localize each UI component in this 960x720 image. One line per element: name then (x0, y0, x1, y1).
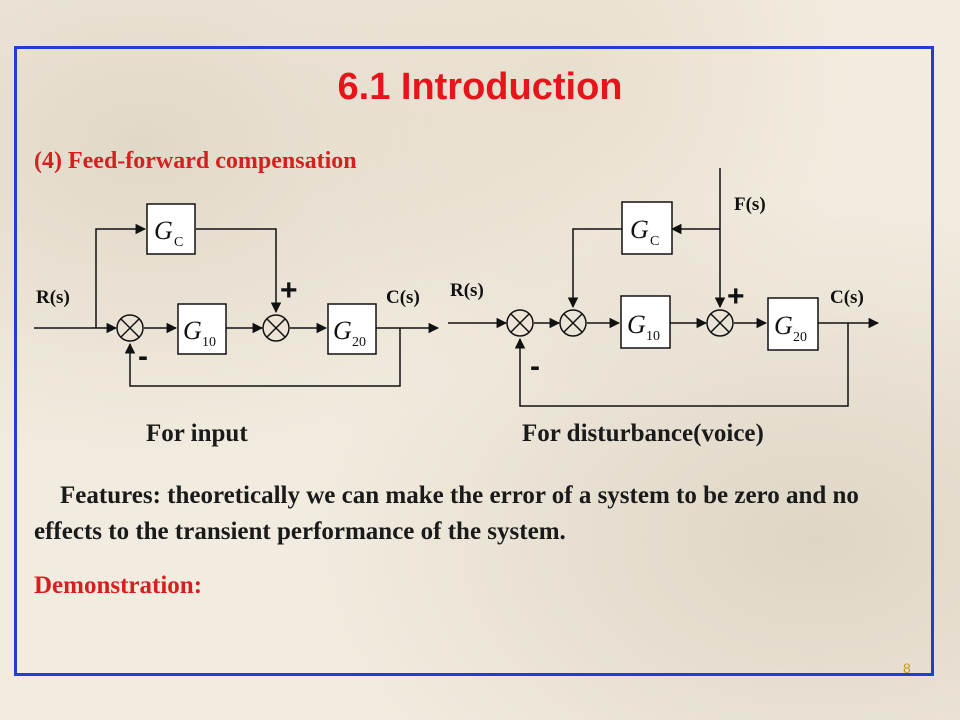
block-g10-right: G 10 (620, 295, 671, 349)
plus-sign-left: + (280, 274, 298, 307)
minus-sign-left: - (138, 340, 148, 373)
block-sub: 20 (352, 335, 366, 350)
block-g10-left: G 10 (177, 303, 227, 355)
disturbance-label: F(s) (734, 194, 766, 215)
block-sub: C (174, 235, 183, 250)
section-subtitle: (4) Feed-forward compensation (34, 148, 357, 174)
block-label: G (630, 215, 649, 244)
block-g20-left: G 20 (327, 303, 377, 355)
block-gc-right: G C (621, 201, 673, 255)
summing-junction-right-1 (506, 309, 534, 337)
plus-sign-right: + (727, 280, 745, 313)
summing-junction-right-3 (706, 309, 734, 337)
block-label: G (333, 316, 352, 345)
summing-junction-right-2 (559, 309, 587, 337)
block-label: G (183, 316, 202, 345)
block-sub: 10 (646, 329, 660, 344)
content-frame (14, 46, 934, 676)
block-label: G (627, 310, 646, 339)
page-title: 6.1 Introduction (337, 66, 623, 108)
block-sub: 10 (202, 335, 216, 350)
block-g20-right: G 20 (767, 297, 819, 351)
features-paragraph: Features: theoretically we can make the … (34, 482, 859, 545)
summing-junction-left-2 (262, 314, 290, 342)
output-label-left: C(s) (386, 287, 420, 308)
minus-sign-right: - (530, 350, 540, 383)
summing-junction-left-1 (116, 314, 144, 342)
input-label-left: R(s) (36, 287, 70, 308)
input-label-right: R(s) (450, 280, 484, 301)
page-number: 8 (903, 660, 911, 676)
diagram-right (448, 168, 880, 407)
block-label: G (154, 216, 173, 245)
demonstration-label: Demonstration: (34, 572, 203, 599)
diagram-left (34, 223, 440, 387)
block-gc-left: G C (146, 203, 196, 255)
caption-for-input: For input (146, 420, 248, 447)
block-sub: C (650, 234, 659, 249)
block-label: G (774, 311, 793, 340)
block-sub: 20 (793, 330, 807, 345)
caption-for-disturbance: For disturbance(voice) (522, 420, 764, 447)
output-label-right: C(s) (830, 287, 864, 308)
